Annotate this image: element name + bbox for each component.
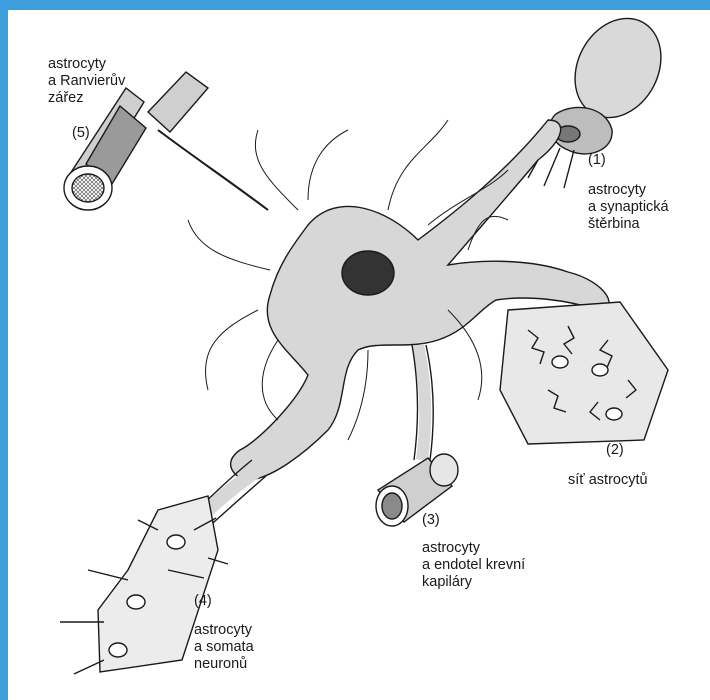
label-3-number: (3) bbox=[422, 512, 440, 529]
label-4-number: (4) bbox=[194, 593, 212, 610]
process-to-capillary bbox=[418, 345, 425, 460]
figure-paper: astrocyty a Ranvierův zářez (5) (1) astr… bbox=[8, 10, 710, 700]
astrocyte-network bbox=[500, 302, 668, 444]
nucleus bbox=[342, 251, 394, 295]
label-1-number: (1) bbox=[588, 152, 606, 169]
label-4-text: astrocyty a somata neuronů bbox=[194, 622, 254, 673]
label-1-text: astrocyty a synaptická štěrbina bbox=[588, 182, 669, 233]
label-2-text: síť astrocytů bbox=[568, 472, 648, 489]
astrocyte-diagram bbox=[8, 10, 710, 700]
label-3-text: astrocyty a endotel krevní kapiláry bbox=[422, 540, 525, 591]
label-5-text: astrocyty a Ranvierův zářez bbox=[48, 56, 125, 107]
process-to-axon bbox=[158, 130, 268, 210]
label-2-number: (2) bbox=[606, 442, 624, 459]
capillary bbox=[376, 454, 458, 526]
label-5-number: (5) bbox=[72, 125, 90, 142]
frame-top-bar bbox=[0, 0, 322, 10]
